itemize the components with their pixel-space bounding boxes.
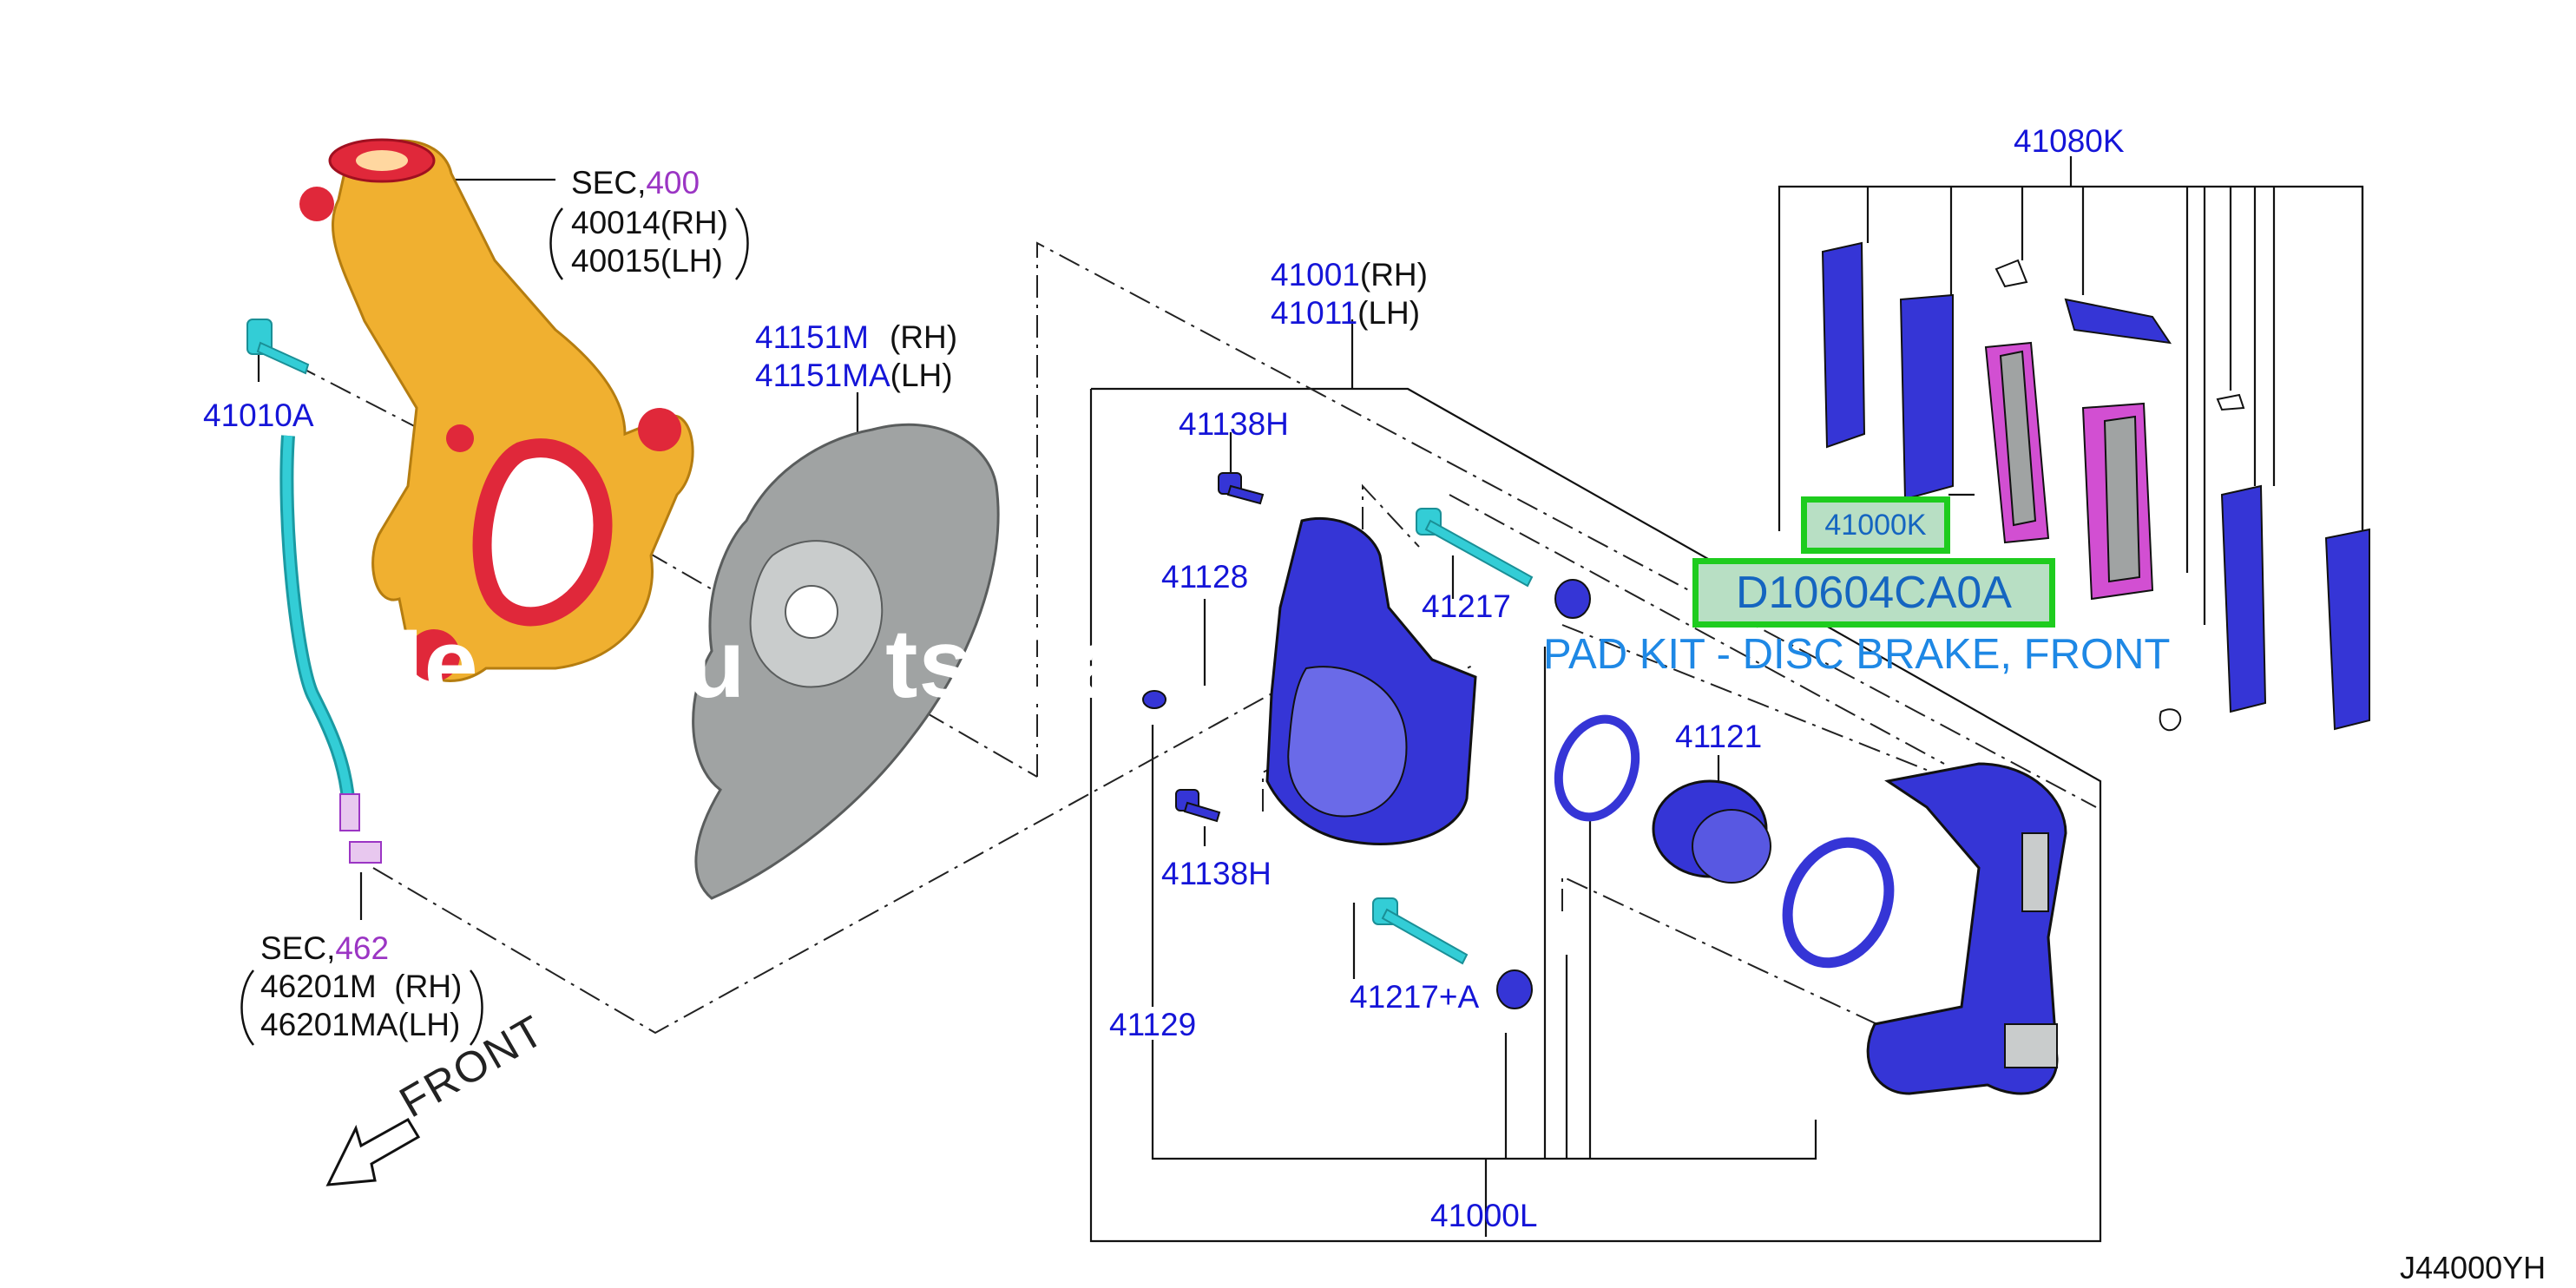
watermark-text: Me Au ts Ca: [286, 609, 1128, 718]
sec-462-label[interactable]: SEC,462: [260, 930, 390, 966]
seal-kit-label[interactable]: 41000L: [1430, 1198, 1538, 1233]
highlight-part-number[interactable]: D10604CA0A: [1692, 558, 2055, 628]
pin-lower-part: [1372, 897, 1469, 965]
bleeder-label[interactable]: 41128: [1161, 559, 1249, 595]
caliper-housing-part: [1265, 516, 1477, 846]
pad-kit-label[interactable]: 41080K: [2014, 123, 2125, 159]
hose-rh-label[interactable]: 46201M (RH): [260, 969, 463, 1004]
knuckle-lh-label[interactable]: 40015(LH): [571, 243, 723, 279]
bolt-upper-part: [1218, 472, 1265, 505]
bleeder-part: [1142, 690, 1166, 709]
piston-part: [1652, 779, 1771, 884]
caliper-bracket-part: [1866, 762, 2067, 1095]
piston-seal-part: [1554, 714, 1640, 822]
boot-lower-part: [1496, 969, 1533, 1009]
dust-shield-part: [692, 423, 1000, 900]
shield-lh-label[interactable]: 41151MA(LH): [755, 358, 953, 393]
pad-kit-parts: [1821, 241, 2370, 732]
piston-label[interactable]: 41121: [1675, 719, 1763, 754]
sec-400-label[interactable]: SEC,400: [571, 165, 700, 200]
bolt-upper-label[interactable]: 41138H: [1179, 406, 1289, 442]
caliper-rh-label[interactable]: 41001(RH): [1271, 257, 1428, 292]
bolt-41010a-part: [246, 319, 310, 375]
piston-boot-part: [1782, 837, 1895, 969]
bolt-lower-label[interactable]: 41138H: [1161, 856, 1272, 891]
leader-lines: [257, 156, 2364, 1243]
pin-upper-label[interactable]: 41217: [1422, 588, 1511, 624]
knuckle-rh-label[interactable]: 40014(RH): [571, 205, 728, 240]
bolt-41010a-label[interactable]: 41010A: [203, 398, 314, 433]
highlight-description: PAD KIT - DISC BRAKE, FRONT: [1543, 631, 2171, 678]
front-arrow-icon: [325, 1117, 421, 1186]
brake-hose-part: [279, 435, 382, 864]
shield-rh-label[interactable]: 41151M(RH): [755, 319, 958, 355]
hose-lh-label[interactable]: 46201MA(LH): [260, 1007, 461, 1042]
highlight-part-ref[interactable]: 41000K: [1801, 496, 1950, 554]
bolt-lower-part: [1175, 789, 1221, 823]
knuckle-part: [299, 138, 694, 682]
caliper-lh-label[interactable]: 41011(LH): [1271, 295, 1421, 331]
pin-lower-label[interactable]: 41217+A: [1350, 979, 1480, 1015]
boot-upper-part: [1554, 579, 1591, 619]
pin-upper-part: [1416, 508, 1534, 588]
pair-brackets: [240, 207, 749, 1046]
cap-label[interactable]: 41129: [1109, 1007, 1197, 1042]
drawing-code: J44000YH: [2400, 1250, 2546, 1285]
